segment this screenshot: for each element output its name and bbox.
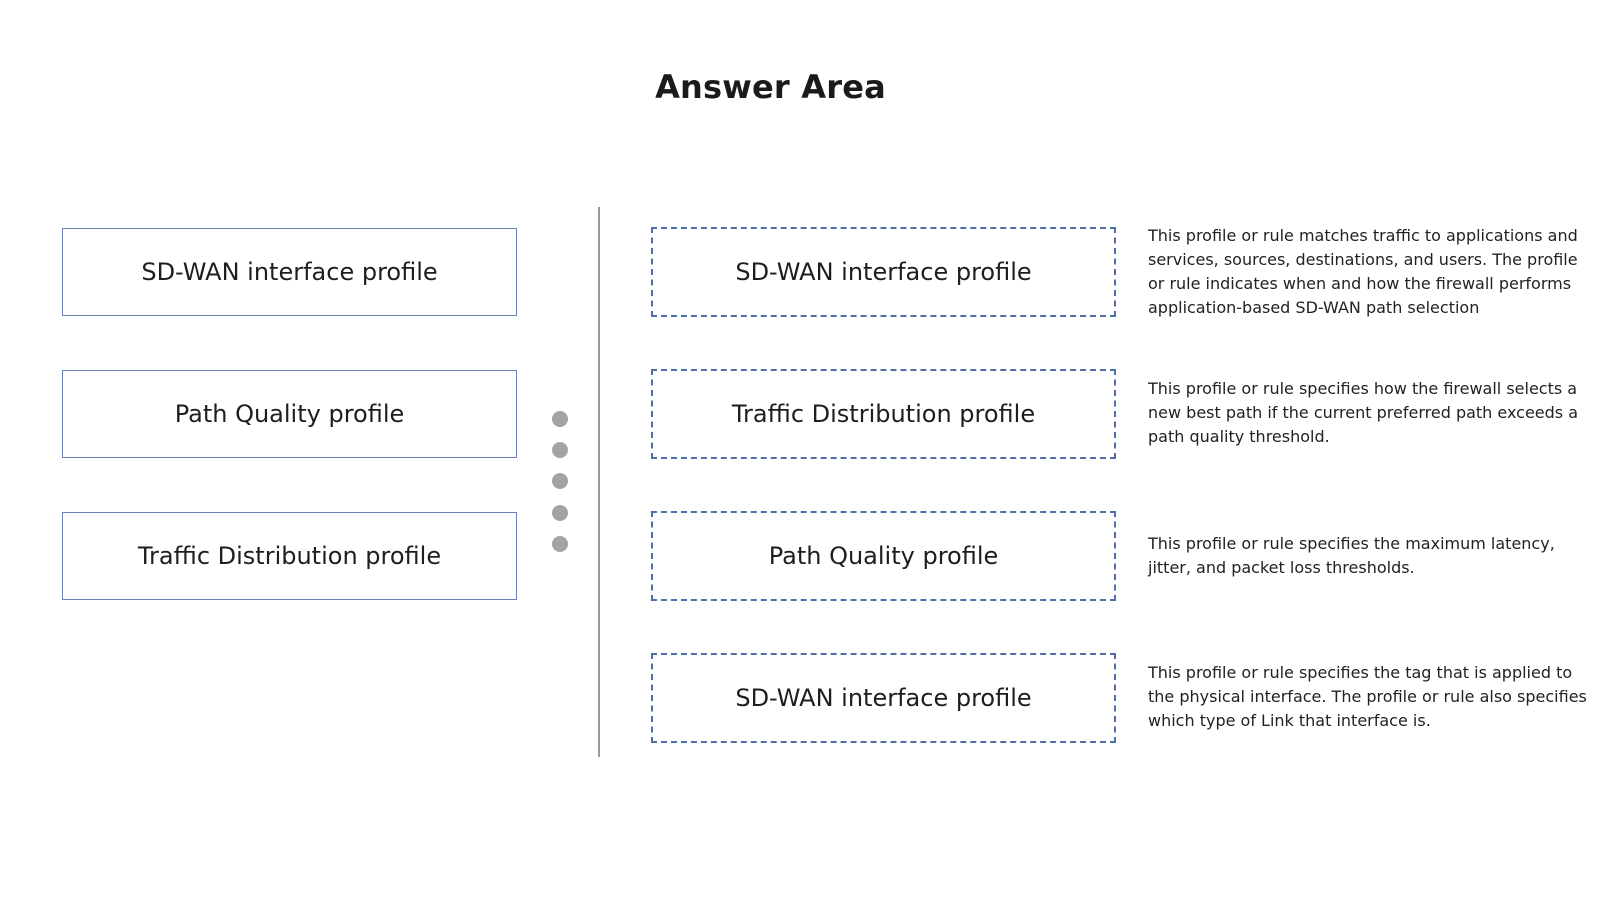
column-divider: [598, 207, 600, 757]
target-description-4: This profile or rule specifies the tag t…: [1148, 663, 1587, 730]
answer-area-title-text: Answer Area: [655, 68, 886, 106]
drop-zone-4[interactable]: SD-WAN interface profile: [651, 653, 1116, 743]
handle-dot: [552, 505, 568, 521]
source-item-label: Path Quality profile: [174, 400, 405, 428]
source-item-sd-wan-interface-profile[interactable]: SD-WAN interface profile: [62, 228, 517, 316]
target-description-2: This profile or rule specifies how the f…: [1148, 379, 1579, 446]
drop-zone-answer: SD-WAN interface profile: [735, 684, 1032, 712]
handle-dot: [552, 536, 568, 552]
drop-zone-3[interactable]: Path Quality profile: [651, 511, 1116, 601]
handle-dot: [552, 411, 568, 427]
answer-area-title: Answer Area: [0, 68, 1597, 106]
source-item-label: SD-WAN interface profile: [141, 258, 438, 286]
drop-zone-answer: Traffic Distribution profile: [731, 400, 1036, 428]
drop-zone-2[interactable]: Traffic Distribution profile: [651, 369, 1116, 459]
handle-dot: [552, 473, 568, 489]
handle-dot: [552, 442, 568, 458]
source-item-traffic-distribution-profile[interactable]: Traffic Distribution profile: [62, 512, 517, 600]
source-item-path-quality-profile[interactable]: Path Quality profile: [62, 370, 517, 458]
drop-zone-1[interactable]: SD-WAN interface profile: [651, 227, 1116, 317]
target-description-3: This profile or rule specifies the maxim…: [1148, 534, 1555, 577]
target-description-1: This profile or rule matches traffic to …: [1148, 226, 1578, 317]
source-item-label: Traffic Distribution profile: [137, 542, 442, 570]
drop-zone-answer: Path Quality profile: [768, 542, 999, 570]
drop-zone-answer: SD-WAN interface profile: [735, 258, 1032, 286]
